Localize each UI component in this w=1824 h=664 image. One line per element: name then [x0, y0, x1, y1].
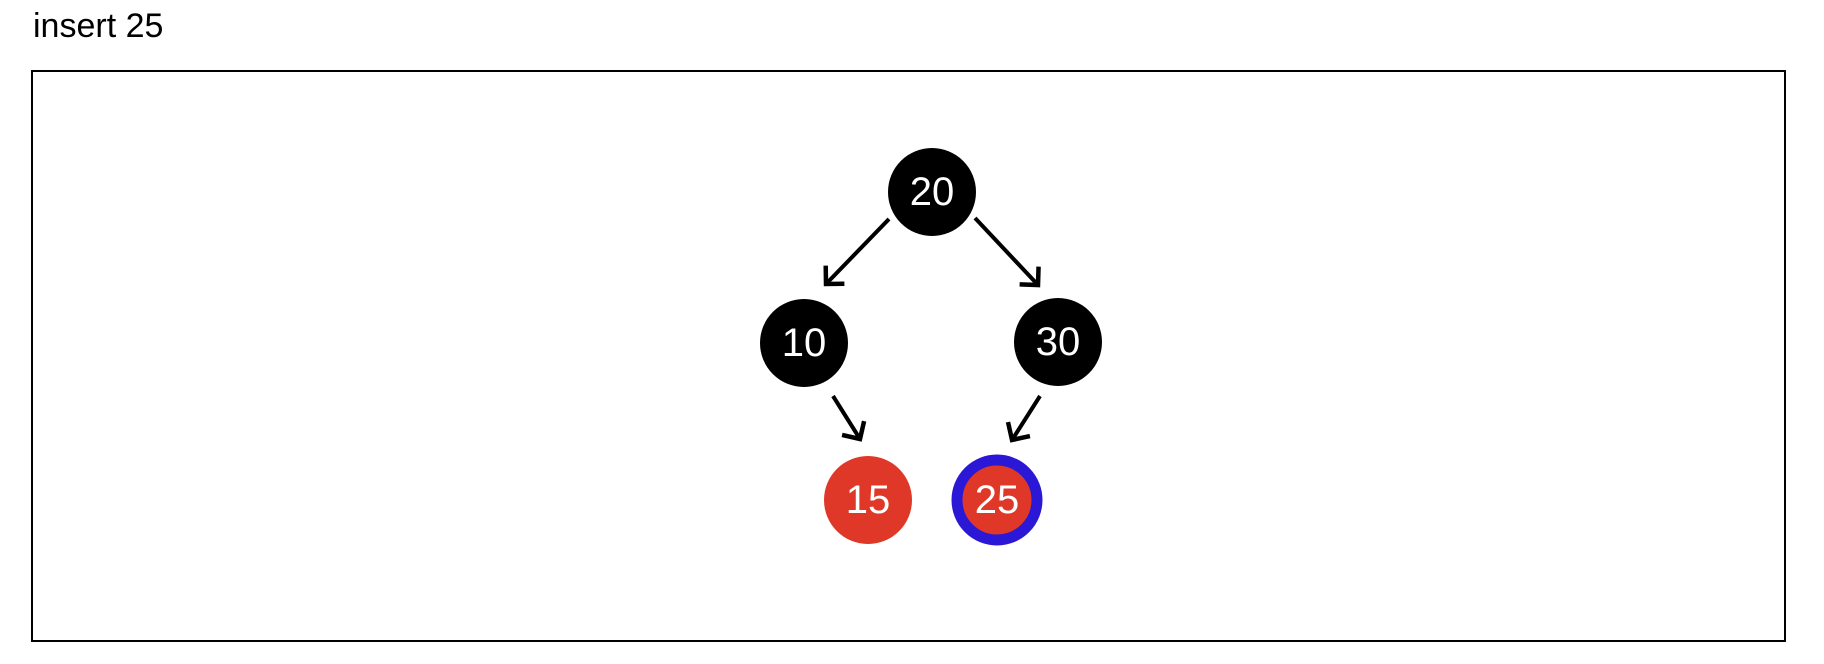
- diagram-frame: [31, 70, 1786, 642]
- page-title: insert 25: [33, 7, 164, 45]
